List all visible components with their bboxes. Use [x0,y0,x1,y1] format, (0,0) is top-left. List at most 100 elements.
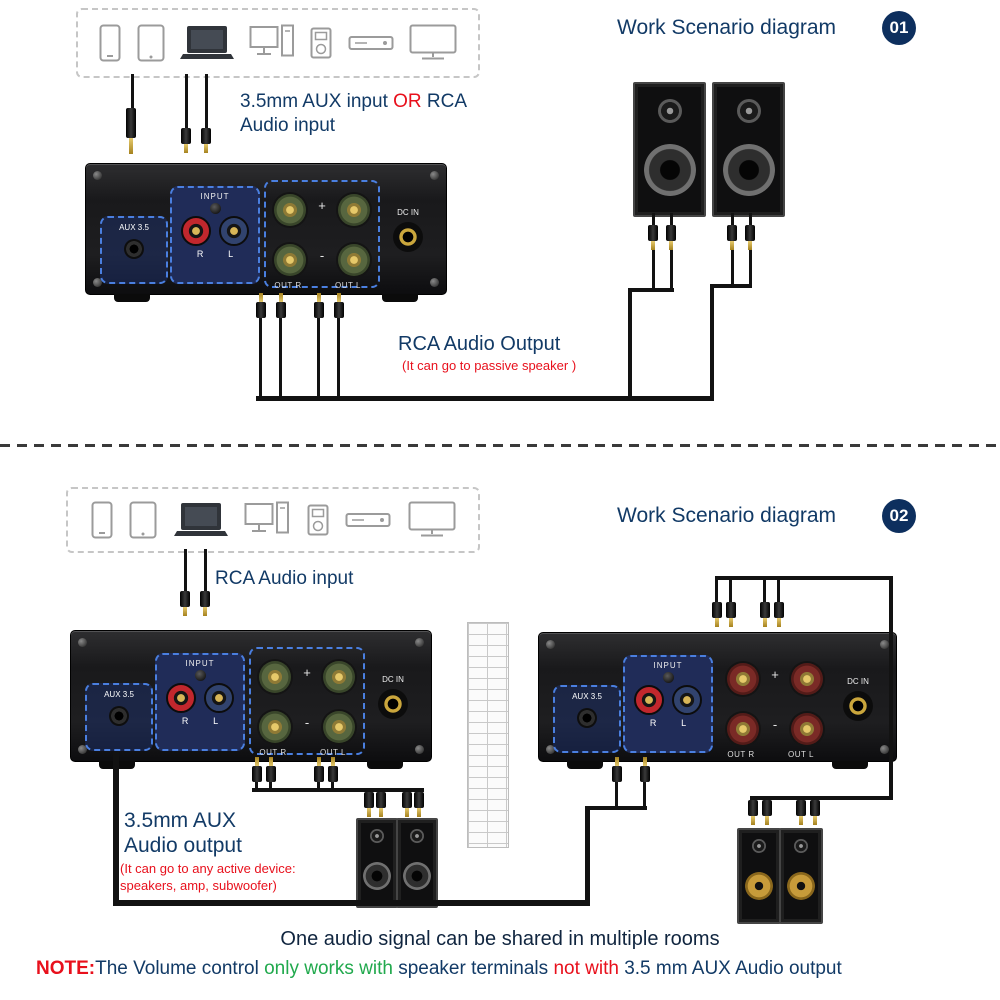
cable-segment [113,752,119,906]
screw-icon [430,171,439,180]
input-label-line2: Audio input [240,114,336,136]
cable-segment [729,580,732,602]
media-player-icon [310,27,332,59]
screw-icon [880,640,889,649]
scenario1-output-note: (It can go to passive speaker ) [402,358,577,373]
scenario2-badge: 02 [882,499,916,533]
scenario1-title: Work Scenario diagram [617,16,837,39]
input-knob [209,203,221,214]
cable-segment [337,318,340,398]
cable-segment [710,284,714,396]
rca-plug [266,766,276,782]
tweeter [752,839,766,853]
laptop-icon [179,25,234,61]
input-label: INPUT [653,661,683,670]
cable-segment [184,549,187,591]
cable-segment [269,782,272,790]
plus-label: + [771,667,779,682]
binding-post [259,661,291,693]
rca-jack-left [219,216,250,246]
cable-segment [710,284,752,288]
aux-output-line2: Audio output [124,834,242,858]
rca-jack-left [672,685,703,715]
tweeter [794,839,808,853]
binding-post [274,194,306,226]
rca-plug [200,591,210,607]
tablet-icon [129,501,157,539]
dvd-player-icon [348,35,394,51]
cable-segment [731,213,734,225]
aux-plug [126,108,136,138]
cable-segment [731,250,734,286]
screw-icon [880,745,889,754]
cable-segment [252,788,424,792]
dc-jack [843,691,873,721]
binding-post [323,711,355,743]
smartphone-icon [91,501,113,539]
binding-post [274,244,306,276]
cable-segment [113,900,590,906]
rca-plug [745,225,755,241]
cable-segment [255,782,258,790]
r-label: R [196,249,204,259]
speaker-terminals: + - [249,647,365,755]
tweeter [657,99,682,123]
rca-plug [376,792,386,808]
cable-segment [204,549,207,591]
dc-in-section: DC IN [365,675,421,719]
scenario1-input-label: 3.5mm AUX input OR RCA Audio input [240,90,467,138]
input-label-or: OR [393,91,422,112]
cable-segment [652,250,655,290]
dc-jack [393,222,423,252]
l-label: L [681,718,687,728]
aux-jack [109,706,129,726]
amp-foot [382,294,418,302]
dc-in-label: DC IN [847,677,869,686]
aux-input-section: AUX 3.5 [553,685,621,753]
rca-plug [760,602,770,618]
screw-icon [415,638,424,647]
rca-plug [364,792,374,808]
cable-segment [259,318,262,398]
out-l-label: OUT L [788,750,814,759]
input-label: INPUT [185,659,215,668]
out-l-label: OUT L [335,281,361,290]
binding-post [791,713,823,745]
rca-plug [181,128,191,144]
dvd-player-icon [345,512,391,528]
cable-segment [889,576,893,800]
screw-icon [78,638,87,647]
minus-label: - [304,715,310,730]
rca-plug [180,591,190,607]
r-label: R [181,716,189,726]
cable-segment [331,782,334,790]
dc-in-label: DC IN [397,208,419,217]
l-label: L [213,716,219,726]
screw-icon [430,278,439,287]
cable-segment [715,576,893,580]
speaker [737,828,781,924]
rca-plug [276,302,286,318]
screw-icon [78,745,87,754]
tablet-icon [137,24,165,62]
rca-plug [810,800,820,816]
rca-plug [314,766,324,782]
cable-segment [185,74,188,128]
rca-plug [748,800,758,816]
wall [467,622,509,848]
cable-segment [279,318,282,398]
plus-label: + [303,665,311,680]
rca-plug [726,602,736,618]
rca-plug [328,766,338,782]
binding-post [323,661,355,693]
woofer [363,862,391,890]
out-r-label: OUT R [259,748,287,757]
aux-output-label: 3.5mm AUX Audio output [124,808,242,858]
rca-plug [256,302,266,318]
cable-segment [628,288,674,292]
dc-jack [378,689,408,719]
tweeter [736,99,761,123]
rca-jack-right [633,685,664,715]
